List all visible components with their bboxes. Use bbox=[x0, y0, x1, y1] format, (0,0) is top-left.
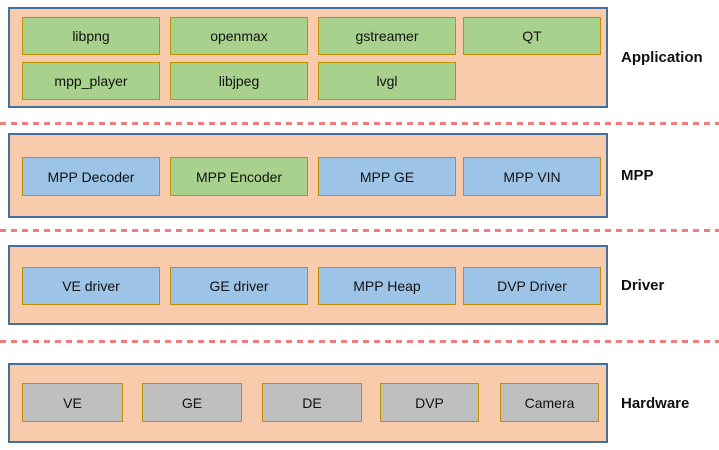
block-mpp-player: mpp_player bbox=[22, 62, 160, 100]
block-dvp: DVP bbox=[380, 383, 479, 422]
block-mpp-encoder: MPP Encoder bbox=[170, 157, 308, 196]
block-ve: VE bbox=[22, 383, 123, 422]
layer-label-application: Application bbox=[621, 49, 703, 66]
block-camera: Camera bbox=[500, 383, 599, 422]
layer-label-driver: Driver bbox=[621, 277, 665, 294]
block-mpp-vin: MPP VIN bbox=[463, 157, 601, 196]
block-ge: GE bbox=[142, 383, 242, 422]
layer-hardware: VE GE DE DVP Camera bbox=[8, 363, 608, 443]
block-lvgl: lvgl bbox=[318, 62, 456, 100]
layer-driver: VE driver GE driver MPP Heap DVP Driver bbox=[8, 245, 608, 325]
layer-divider-1 bbox=[0, 122, 719, 125]
block-mpp-heap: MPP Heap bbox=[318, 267, 456, 305]
block-openmax: openmax bbox=[170, 17, 308, 55]
block-dvp-driver: DVP Driver bbox=[463, 267, 601, 305]
block-qt: QT bbox=[463, 17, 601, 55]
block-ve-driver: VE driver bbox=[22, 267, 160, 305]
block-gstreamer: gstreamer bbox=[318, 17, 456, 55]
layer-divider-3 bbox=[0, 340, 719, 343]
block-libpng: libpng bbox=[22, 17, 160, 55]
layer-label-hardware: Hardware bbox=[621, 395, 690, 412]
layer-divider-2 bbox=[0, 229, 719, 232]
block-de: DE bbox=[262, 383, 362, 422]
block-ge-driver: GE driver bbox=[170, 267, 308, 305]
layer-application: libpng openmax gstreamer QT mpp_player l… bbox=[8, 7, 608, 108]
layer-label-mpp: MPP bbox=[621, 167, 654, 184]
block-mpp-ge: MPP GE bbox=[318, 157, 456, 196]
layer-mpp: MPP Decoder MPP Encoder MPP GE MPP VIN bbox=[8, 133, 608, 218]
block-mpp-decoder: MPP Decoder bbox=[22, 157, 160, 196]
block-libjpeg: libjpeg bbox=[170, 62, 308, 100]
